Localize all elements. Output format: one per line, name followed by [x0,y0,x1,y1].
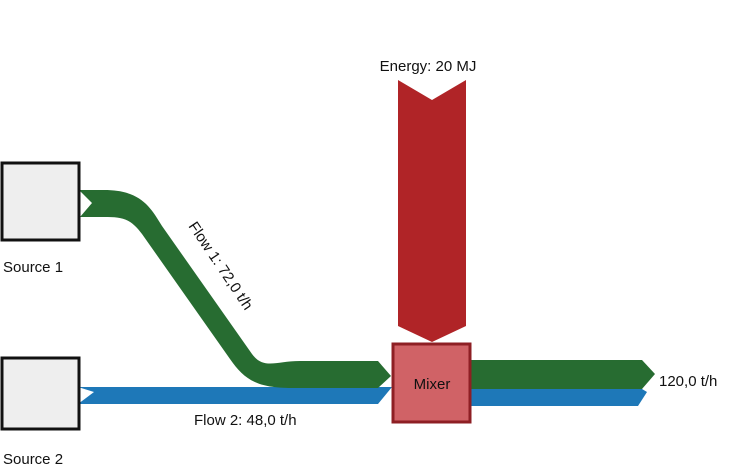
flow-2-band[interactable] [78,387,392,404]
output-flow-green-band[interactable] [468,360,655,389]
energy-label: Energy: 20 MJ [380,58,477,75]
output-label: 120,0 t/h [659,373,717,390]
flow-2-label: Flow 2: 48,0 t/h [194,412,297,429]
mixer-node[interactable] [391,342,472,424]
output-flow-blue-band[interactable] [468,389,647,406]
flow-1-band[interactable] [79,190,391,388]
mixer-label: Mixer [414,376,451,393]
energy-flow-band[interactable] [398,80,466,342]
source-1-node[interactable] [0,161,81,242]
source-2-label: Source 2 [3,451,63,468]
source-2-node[interactable] [0,356,81,431]
source-1-label: Source 1 [3,259,63,276]
